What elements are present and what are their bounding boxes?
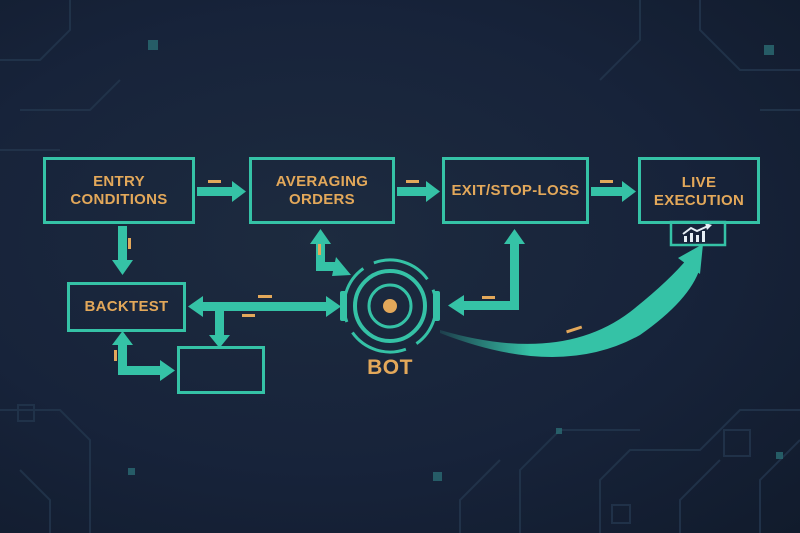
- node-exit-stop-loss: EXIT/STOP-LOSS: [442, 157, 589, 224]
- arrow-entry-to-backtest: [112, 226, 133, 275]
- arrow-exit-to-live: [591, 180, 636, 202]
- node-live-execution: LIVE EXECUTION: [638, 157, 760, 224]
- node-live-execution-label: LIVE EXECUTION: [653, 174, 745, 209]
- node-averaging-orders-label: AVERAGING ORDERS: [275, 172, 369, 208]
- node-exit-stop-loss-label: EXIT/STOP-LOSS: [451, 181, 580, 199]
- arrow-entry-to-averaging: [197, 180, 246, 202]
- arrow-backtest-bot: [188, 295, 341, 317]
- bot-label: BOT: [367, 356, 413, 379]
- node-empty-box: [177, 346, 265, 394]
- arrow-exit-bot: [448, 229, 525, 316]
- arrow-branch-to-empty-box: [209, 311, 255, 348]
- arrow-averaging-bot: [310, 229, 351, 276]
- node-entry-conditions: ENTRY CONDITIONS: [43, 157, 195, 224]
- node-backtest-label: BACKTEST: [84, 298, 169, 315]
- arrow-backtest-to-empty-box: [112, 331, 175, 381]
- arrow-bot-to-live-curve: [440, 244, 703, 358]
- node-entry-conditions-label: ENTRY CONDITIONS: [70, 172, 168, 208]
- node-averaging-orders: AVERAGING ORDERS: [249, 157, 395, 224]
- node-backtest: BACKTEST: [67, 282, 186, 332]
- circuit-pads: [128, 40, 783, 481]
- arrow-averaging-to-exit: [397, 180, 440, 202]
- trend-up-chart-icon: [669, 220, 727, 247]
- target-icon: [340, 258, 440, 354]
